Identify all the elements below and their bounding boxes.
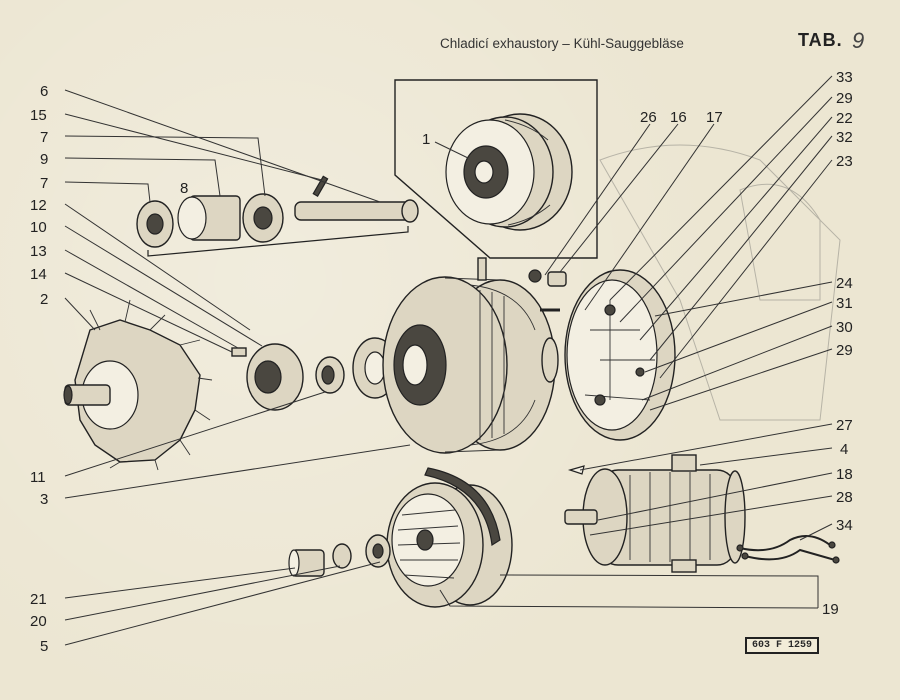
inset-part-1 (394, 79, 598, 259)
tab-number: 9 (852, 28, 865, 53)
callout-19: 19 (822, 601, 839, 618)
callout-2: 2 (40, 291, 48, 308)
callout-10: 10 (30, 219, 47, 236)
callout-14: 14 (30, 266, 47, 283)
fan-rotor (63, 299, 213, 471)
callout-11: 11 (30, 469, 46, 486)
callout-21: 21 (30, 591, 47, 608)
callout-27: 27 (836, 417, 853, 434)
callout-29b: 29 (836, 342, 853, 359)
tab-label: TAB. (798, 30, 843, 50)
callout-17: 17 (706, 109, 723, 126)
reference-code: 603 F 1259 (745, 637, 820, 654)
callout-4: 4 (840, 441, 848, 458)
callout-22: 22 (836, 110, 853, 127)
callout-16: 16 (670, 109, 687, 126)
callout-8: 8 (180, 180, 188, 197)
callout-33: 33 (836, 69, 853, 86)
callout-7a: 7 (40, 129, 48, 146)
callout-5: 5 (40, 638, 48, 655)
callout-34: 34 (836, 517, 853, 534)
callout-numbers: 6 15 7 9 7 8 12 10 13 14 2 11 3 21 20 5 … (30, 69, 853, 655)
pulley-belt (288, 467, 513, 608)
callout-15: 15 (30, 107, 47, 124)
callout-7b: 7 (40, 175, 48, 192)
callout-24: 24 (836, 275, 853, 292)
callout-30: 30 (836, 319, 853, 336)
page-title: Chladicí exhaustory – Kühl-Sauggebläse (440, 36, 684, 51)
callout-23: 23 (836, 153, 853, 170)
callout-31: 31 (836, 295, 853, 312)
hub-flange (231, 343, 345, 411)
rear-cover (528, 269, 676, 441)
callout-1: 1 (422, 131, 430, 148)
callout-6: 6 (40, 83, 48, 100)
callout-20: 20 (30, 613, 47, 630)
callout-28: 28 (836, 489, 853, 506)
fan-housing (352, 257, 556, 454)
callout-13: 13 (30, 243, 47, 260)
cable-harness (736, 535, 840, 564)
shaft-assembly (136, 175, 419, 257)
callout-12: 12 (30, 197, 47, 214)
callout-26: 26 (640, 109, 657, 126)
engine-background (599, 144, 841, 421)
callout-18: 18 (836, 466, 853, 483)
callout-29a: 29 (836, 90, 853, 107)
dynamo (564, 454, 746, 573)
callout-9: 9 (40, 151, 48, 168)
callout-3: 3 (40, 491, 48, 508)
callout-32: 32 (836, 129, 853, 146)
leader-lines (64, 75, 833, 646)
